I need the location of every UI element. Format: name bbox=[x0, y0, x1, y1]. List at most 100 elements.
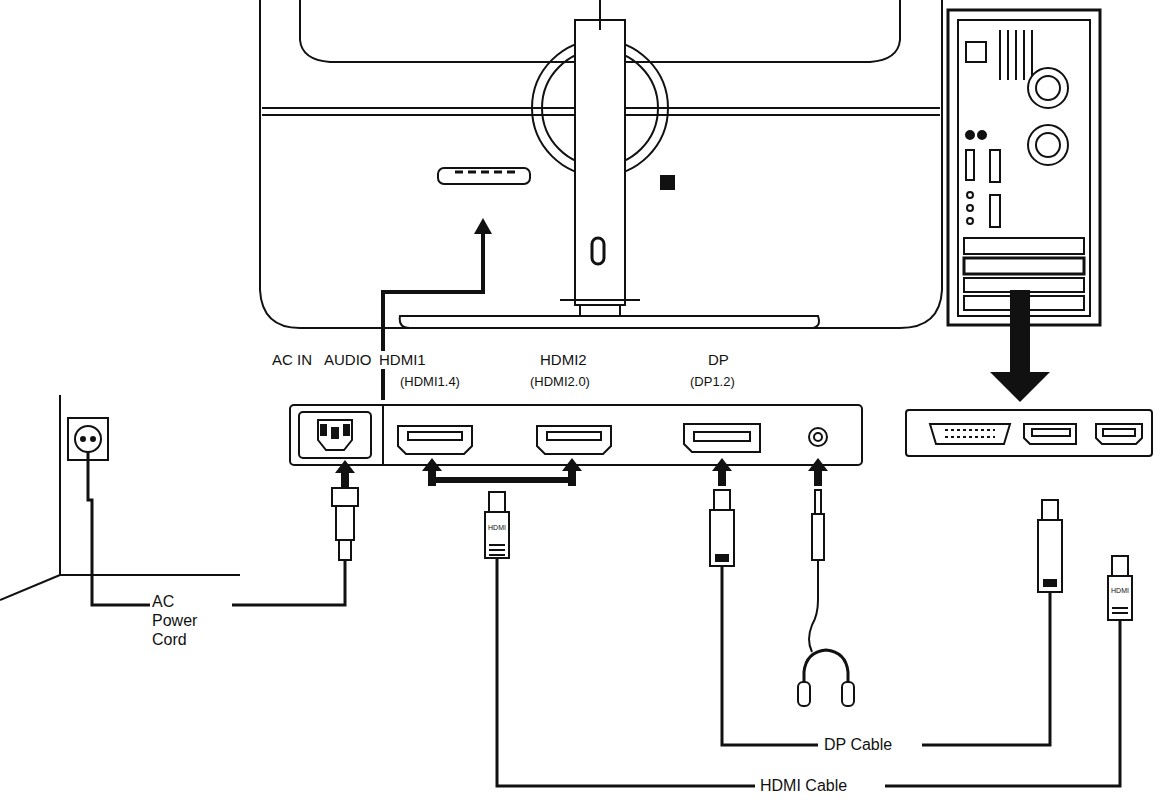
pc-tower-part bbox=[978, 131, 986, 139]
port-arrow bbox=[335, 460, 355, 488]
power-cord-part bbox=[232, 560, 345, 605]
headphones bbox=[798, 490, 854, 706]
monitor-port-panel-part bbox=[694, 432, 750, 441]
pc-tower-part bbox=[967, 205, 973, 211]
headphones-part bbox=[842, 682, 854, 706]
pc-tower-part bbox=[966, 150, 974, 180]
dp-cable-part bbox=[1042, 500, 1058, 520]
power-route bbox=[383, 232, 483, 400]
pc-tower-part bbox=[958, 20, 1090, 316]
wall-outlet-part bbox=[91, 437, 95, 441]
port-name: AUDIO bbox=[322, 351, 374, 369]
hdmi-cable-part bbox=[885, 620, 1120, 786]
power-cord-part bbox=[332, 488, 358, 506]
monitor-stand-part bbox=[599, 0, 601, 30]
monitor-port-panel-part bbox=[382, 405, 384, 465]
pc-port-panel-part bbox=[906, 410, 1152, 456]
pc-tower-part bbox=[1000, 30, 1032, 80]
pc-port-panel bbox=[906, 410, 1152, 456]
pc-tower-part bbox=[967, 218, 973, 224]
monitor-port-panel-part bbox=[684, 424, 760, 452]
monitor-stand bbox=[400, 0, 819, 328]
pc-port-panel-part bbox=[1032, 429, 1070, 436]
hdmi-cable-part bbox=[497, 558, 755, 786]
power-cord bbox=[232, 488, 358, 605]
pc-tower-part bbox=[967, 192, 973, 198]
hdmi-cable bbox=[485, 492, 1132, 786]
port-arrow bbox=[562, 458, 582, 486]
cable-name: HDMI Cable bbox=[758, 776, 849, 795]
port-name: HDMI2 bbox=[538, 351, 589, 369]
dp-cable-part bbox=[1038, 520, 1062, 592]
hdmi-bracket bbox=[432, 470, 572, 480]
monitor-port-panel-part bbox=[332, 428, 338, 438]
dp-cable-part bbox=[716, 555, 728, 561]
port-arrow bbox=[808, 458, 828, 486]
wall-outlet-part bbox=[59, 395, 61, 575]
dp-cable-part bbox=[922, 592, 1050, 745]
power-route-head bbox=[474, 218, 492, 234]
dp-cable-part bbox=[710, 510, 734, 566]
hdmi-bracket-part bbox=[432, 470, 572, 480]
hdmi-cable-part bbox=[489, 492, 505, 512]
port-name: DP bbox=[706, 351, 731, 369]
wall-outlet bbox=[0, 395, 240, 605]
port-arrows bbox=[335, 458, 828, 488]
pc-tower-part bbox=[990, 195, 1000, 227]
monitor-port-panel-part bbox=[547, 432, 601, 440]
pc-arrow-part bbox=[1010, 290, 1030, 372]
headphones-part bbox=[812, 514, 824, 560]
power-route-head-part bbox=[474, 218, 492, 234]
headphones-part bbox=[809, 560, 818, 652]
hdmi-cable-part bbox=[489, 545, 505, 555]
pc-tower-part bbox=[1028, 125, 1068, 165]
dp-cable-part bbox=[714, 490, 730, 510]
dp-cable bbox=[710, 490, 1062, 745]
pc-tower-part bbox=[948, 10, 1100, 325]
pc-port-panel-part bbox=[1096, 424, 1142, 444]
plug-marking: HDMI bbox=[1111, 587, 1129, 594]
monitor-port-panel-part bbox=[398, 426, 472, 454]
monitor-back-part bbox=[661, 176, 674, 189]
port-arrow bbox=[712, 458, 732, 486]
pc-tower-part bbox=[964, 238, 1084, 254]
pc-tower bbox=[948, 10, 1100, 325]
dp-cable-part bbox=[722, 566, 818, 745]
headphones-part bbox=[798, 682, 810, 706]
port-version: (HDMI2.0) bbox=[528, 374, 592, 390]
monitor-port-panel-part bbox=[408, 432, 462, 440]
plug-marking: HDMI bbox=[488, 524, 506, 531]
pc-tower-part bbox=[966, 42, 986, 62]
pc-tower-part bbox=[964, 278, 1084, 292]
pc-arrow-part bbox=[990, 372, 1050, 402]
monitor-back bbox=[260, 0, 942, 328]
pc-port-panel-part bbox=[945, 430, 995, 437]
monitor-port-panel-part bbox=[299, 412, 371, 458]
monitor-port-panel bbox=[290, 405, 862, 465]
monitor-port-panel-part bbox=[321, 425, 326, 435]
hdmi-cable-part bbox=[1108, 576, 1132, 620]
monitor-port-panel-part bbox=[537, 426, 611, 454]
port-name: AC IN bbox=[270, 351, 314, 369]
wall-outlet-part bbox=[88, 452, 150, 605]
pc-arrow bbox=[990, 290, 1050, 402]
headphones-part bbox=[815, 490, 821, 514]
pc-tower-part bbox=[1028, 68, 1068, 108]
pc-tower-part bbox=[964, 258, 1084, 274]
monitor-back-part bbox=[438, 168, 530, 184]
monitor-port-panel-part bbox=[814, 433, 822, 441]
pc-tower-part bbox=[1036, 76, 1060, 100]
power-cord-part bbox=[339, 540, 351, 560]
hdmi-cable-part bbox=[485, 512, 509, 558]
hdmi-cable-part bbox=[1112, 608, 1128, 613]
port-version: (HDMI1.4) bbox=[398, 374, 462, 390]
power-route-part bbox=[383, 232, 483, 400]
monitor-port-panel-part bbox=[344, 425, 349, 435]
pc-tower-part bbox=[990, 150, 1000, 182]
wall-outlet-part bbox=[0, 575, 60, 600]
pc-port-panel-part bbox=[1024, 424, 1076, 444]
wall-outlet-part bbox=[60, 574, 240, 576]
port-arrow bbox=[422, 458, 442, 486]
